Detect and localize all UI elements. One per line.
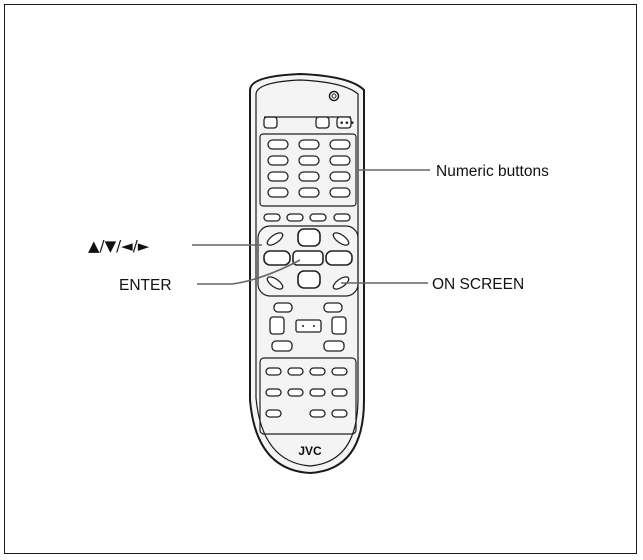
middle-bottom-right-button[interactable] (323, 340, 345, 352)
power-button[interactable] (328, 90, 340, 102)
middle-center-dot-left (302, 325, 304, 327)
numeric-button[interactable] (329, 155, 351, 166)
numeric-button[interactable] (267, 171, 289, 182)
numeric-button[interactable] (329, 139, 351, 150)
numeric-button[interactable] (267, 155, 289, 166)
middle-center-dot-right (313, 325, 315, 327)
numeric-button[interactable] (298, 155, 320, 166)
lower-button[interactable] (331, 367, 348, 376)
label-numeric-buttons: Numeric buttons (436, 163, 549, 180)
lower-button[interactable] (265, 409, 282, 418)
leader-enter (197, 259, 301, 285)
lower-button[interactable] (309, 388, 326, 397)
numeric-button[interactable] (329, 171, 351, 182)
numeric-button[interactable] (267, 139, 289, 150)
remote-control: ••• (249, 72, 365, 475)
lower-panel (259, 357, 357, 435)
cursor-up-button[interactable] (297, 228, 321, 247)
numeric-button[interactable] (267, 187, 289, 198)
corner-button-bottom-left[interactable] (265, 275, 284, 292)
brand-logo: JVC (298, 444, 322, 458)
label-enter: ENTER (119, 277, 172, 294)
middle-bottom-left-button[interactable] (271, 340, 293, 352)
diagram-frame (4, 4, 637, 554)
power-icon (331, 93, 337, 99)
top-mid-button[interactable] (315, 116, 330, 129)
small-button[interactable] (333, 213, 351, 222)
top-left-button[interactable] (263, 116, 278, 129)
lower-button[interactable] (309, 409, 326, 418)
numeric-button[interactable] (298, 187, 320, 198)
lower-button[interactable] (331, 409, 348, 418)
middle-top-left-button[interactable] (273, 302, 293, 313)
dots-icon: ••• (339, 119, 355, 129)
corner-button-top-left[interactable] (265, 231, 284, 248)
lower-buttons (265, 367, 348, 418)
small-button[interactable] (309, 213, 327, 222)
small-button[interactable] (286, 213, 304, 222)
cursor-panel (257, 225, 359, 297)
middle-left-button[interactable] (269, 316, 285, 335)
middle-top-right-button[interactable] (323, 302, 343, 313)
label-on-screen: ON SCREEN (432, 276, 524, 293)
numeric-button[interactable] (298, 139, 320, 150)
lower-button[interactable] (287, 367, 304, 376)
corner-button-top-right[interactable] (331, 231, 350, 248)
lower-button[interactable] (309, 367, 326, 376)
lower-button[interactable] (287, 388, 304, 397)
middle-center-button[interactable] (295, 319, 322, 333)
lower-button[interactable] (265, 367, 282, 376)
enter-button[interactable] (292, 250, 324, 266)
label-cursor-arrows: ▲/▼/◄/► (88, 237, 150, 255)
cursor-left-button[interactable] (263, 250, 291, 266)
small-button[interactable] (263, 213, 281, 222)
numeric-button[interactable] (329, 187, 351, 198)
lower-button[interactable] (265, 388, 282, 397)
numeric-button[interactable] (298, 171, 320, 182)
numeric-panel (259, 133, 357, 207)
top-right-button[interactable] (336, 116, 352, 129)
cursor-down-button[interactable] (297, 270, 321, 289)
lower-button[interactable] (331, 388, 348, 397)
numeric-buttons (267, 139, 351, 198)
middle-right-button[interactable] (331, 316, 347, 335)
cursor-right-button[interactable] (325, 250, 353, 266)
leader-lines (192, 169, 430, 285)
